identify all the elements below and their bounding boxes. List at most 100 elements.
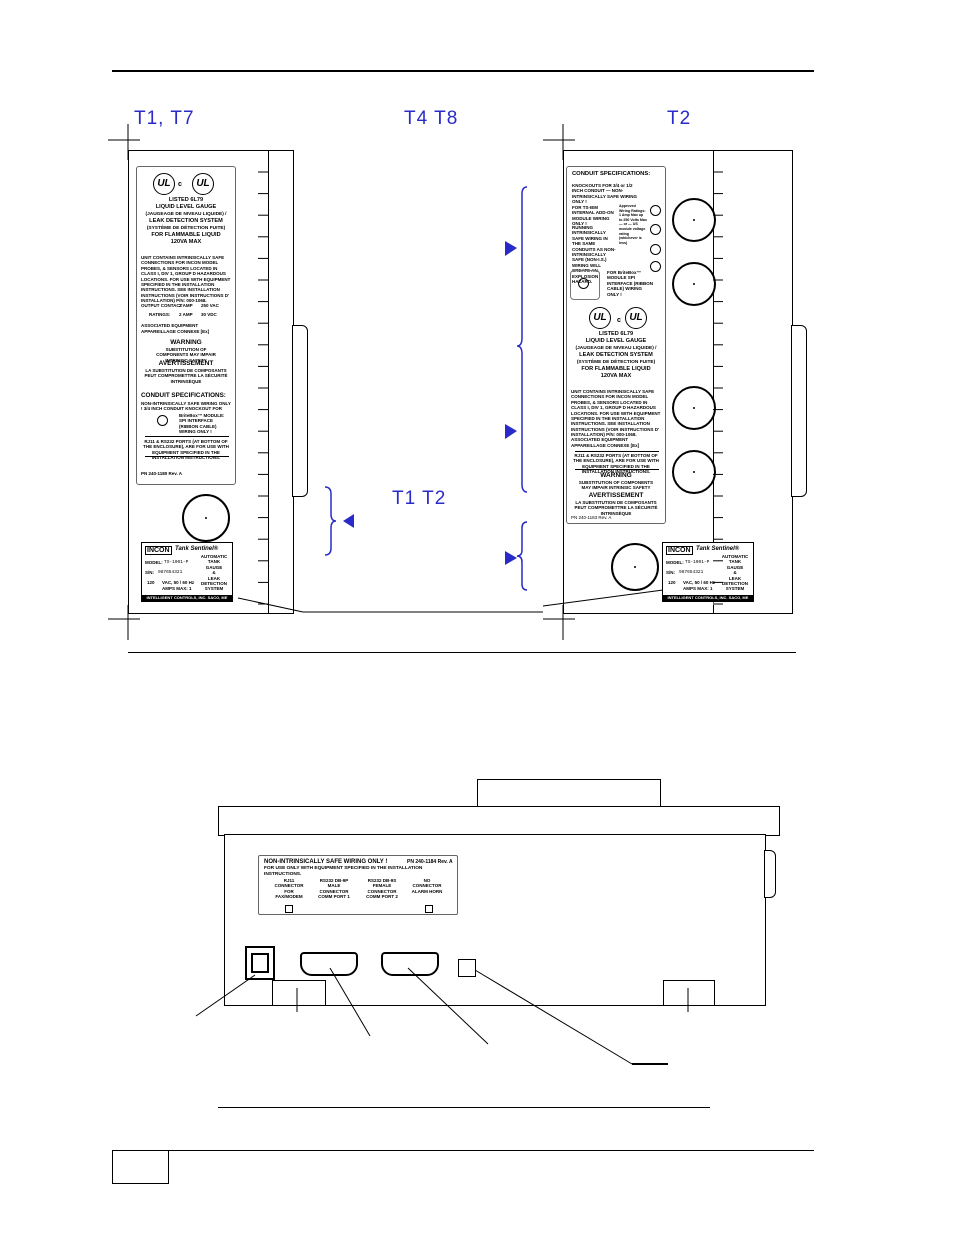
right-ul-c-mark: c [617, 317, 621, 324]
left-enclosure-handle [292, 325, 308, 497]
ribbon-port-circle [578, 278, 589, 289]
output-contact-text: OUTPUT CONTACT [141, 303, 183, 308]
rj11-port[interactable] [245, 946, 275, 980]
right-enclosure-handle [791, 325, 807, 497]
listed-text: LISTED 6L79 [168, 197, 204, 203]
footer-rule [112, 1150, 814, 1151]
col3-c: CONNECTOR [367, 888, 397, 894]
col1-c: FOR [284, 888, 294, 894]
left-ul-label: UL c UL LISTED 6L79 LIQUID LEVEL GAUGE (… [136, 166, 236, 485]
right-liquid-level-text: LIQUID LEVEL GAUGE [585, 338, 647, 344]
flammable-text: FOR FLAMMABLE LIQUID [151, 232, 221, 238]
vac-value: VAC, 50 / 60 Hz [162, 580, 195, 585]
bottom-label-title: NON-INTRINSICALLY SAFE WIRING ONLY ! [264, 859, 388, 865]
right-leak-text: LEAK DETECTION SYSTEM [579, 352, 653, 358]
rating-text: 120VA MAX [170, 239, 202, 245]
right-led-1 [650, 205, 661, 216]
right-model-value: TS-1001-P [685, 560, 710, 565]
right-tank-sentinel-title: Tank Sentinel® [696, 546, 740, 552]
right-volts-value: 120 [668, 580, 676, 585]
assoc-text: ASSOCIATED EQUIPMENT [141, 323, 199, 328]
right-vac-value: VAC, 50 / 60 Hz [683, 580, 716, 585]
right-warning-body: SUBSTITUTION OF COMPONENTS MAY IMPAIR IN… [578, 480, 654, 491]
col4-b: CONNECTOR [412, 883, 442, 889]
right-britebox-text: FOR BriteBox™ MODULE SPI INTERFACE (RIBB… [607, 270, 653, 297]
top-rule [112, 70, 814, 72]
col1-d: FAX/MODEM [275, 894, 303, 900]
right-led-2 [650, 224, 661, 235]
right-knockout-5 [611, 543, 659, 591]
jaugeage-text: (JAUGEAGE DE NIVEAU LIQUIDE) / [145, 212, 227, 217]
bottom-label-subtitle: FOR USE ONLY WITH EQUIPMENT SPECIFIED IN… [264, 866, 423, 877]
ul-logo-canada: UL [192, 173, 214, 195]
col3-b: FEMALE [372, 883, 392, 889]
bottom-top-bump [477, 779, 661, 808]
knockout-circle [157, 415, 168, 426]
desc3: LEAK DETECTION SYSTEM [200, 575, 227, 592]
left-label-pn: PN 240-1180 Rev. A [141, 471, 183, 476]
right-desc1: AUTOMATIC TANK GAUGE [721, 554, 749, 570]
col2-d: COMM PORT 1 [318, 894, 350, 900]
bottom-rule [218, 1107, 710, 1108]
right-knockout-3 [672, 386, 716, 430]
right-conduit-heading: CONDUIT SPECIFICATIONS: [572, 171, 651, 177]
right-jaugeage-text: (JAUGEAGE DE NIVEAU LIQUIDE) / [575, 346, 657, 351]
bottom-label: NON-INTRINSICALLY SAFE WIRING ONLY ! PN … [258, 855, 458, 915]
sn-value: 987654321 [158, 570, 183, 575]
right-desc2: & [733, 570, 737, 576]
right-led-3 [650, 244, 661, 255]
bottom-foot-right [663, 980, 715, 1006]
rs232-female-port[interactable] [381, 952, 439, 976]
right-listed-text: LISTED 6L79 [598, 331, 634, 337]
avertissement-body: LA SUBSTITUTION DE COMPOSANTS PEUT COMPR… [144, 368, 228, 384]
col1-a: RJ11 [283, 878, 295, 883]
amp2-text: 2 AMP [179, 312, 193, 317]
amps-value: AMPS MAX: 1 [162, 586, 192, 591]
rj11-note: RJ11 & RS232 PORTS (AT BOTTOM OF THE ENC… [143, 439, 229, 461]
vdc-text: 30 VDC [201, 312, 217, 317]
right-label-pn: PN 240-1183 Rev. A [571, 515, 612, 520]
label-t1-t7: T1, T7 [134, 108, 195, 129]
col3-d: COMM PORT 2 [366, 894, 398, 900]
right-rating-text: 120VA MAX [600, 373, 632, 379]
volts-value: 120 [147, 580, 155, 585]
right-led-4 [650, 261, 661, 272]
right-incon-logo: INCON [666, 546, 693, 555]
incon-logo: INCON [145, 546, 172, 555]
right-ul-label: CONDUIT SPECIFICATIONS: KNOCKOUTS FOR 3/… [566, 166, 666, 524]
alarm-horn-knockout [458, 959, 476, 977]
tank-sentinel-title: Tank Sentinel® [175, 546, 219, 552]
right-ts-iem-text: FOR TS-IEM INTERNAL ADD-ON MODULE WIRING… [572, 205, 614, 227]
right-avert-heading: AVERTISSEMENT [588, 492, 644, 499]
right-avert-body: LA SUBSTITUTION DE COMPOSANTS PEUT COMPR… [574, 500, 658, 516]
bottom-label-pn: PN 240-1184 Rev. A [407, 859, 453, 865]
model-value: TS-1001-P [164, 560, 189, 565]
desc2: & [212, 570, 216, 576]
liquid-level-text: LIQUID LEVEL GAUGE [155, 204, 217, 210]
right-model-label: MODEL: [666, 560, 684, 565]
leak-detection-text: LEAK DETECTION SYSTEM [149, 218, 223, 224]
rs232-male-port[interactable] [300, 952, 358, 976]
right-knockout-2 [672, 262, 716, 306]
avertissement-heading: AVERTISSEMENT [158, 360, 214, 367]
right-enclosure-lid [713, 150, 793, 614]
conduit-heading: CONDUIT SPECIFICATIONS: [141, 392, 226, 399]
sn-label: S/N: [145, 570, 154, 575]
bottom-foot-left [272, 980, 326, 1006]
unit-contains-text: UNIT CONTAINS INTRINSICALLY SAFE CONNECT… [141, 255, 231, 304]
label-t2: T2 [667, 108, 692, 129]
left-nameplate: INCON Tank Sentinel® MODEL: TS-1001-P S/… [141, 542, 233, 606]
right-knockouts-text: KNOCKOUTS FOR 3/4 or 1/2 INCH CONDUIT — … [572, 183, 638, 205]
warning-heading: WARNING [170, 339, 202, 346]
right-nameplate: INCON Tank Sentinel® MODEL: TS-1001-P S/… [662, 542, 754, 606]
ratings-text: RATINGS: [149, 312, 171, 317]
bottom-side-handle [764, 850, 776, 898]
col2-b: MALE [327, 883, 341, 889]
right-nameplate-footer: INTELLIGENT CONTROLS, INC. SACO, ME 0407… [663, 595, 753, 606]
right-rj11-note: RJ11 & RS232 PORTS (AT BOTTOM OF THE ENC… [573, 453, 659, 475]
ul-c-mark: c [178, 181, 182, 188]
systeme-text: (SYSTÈME DE DÉTECTION FUITE) [146, 226, 226, 231]
label-square-2 [425, 905, 433, 913]
ul-logo: UL [153, 173, 175, 195]
